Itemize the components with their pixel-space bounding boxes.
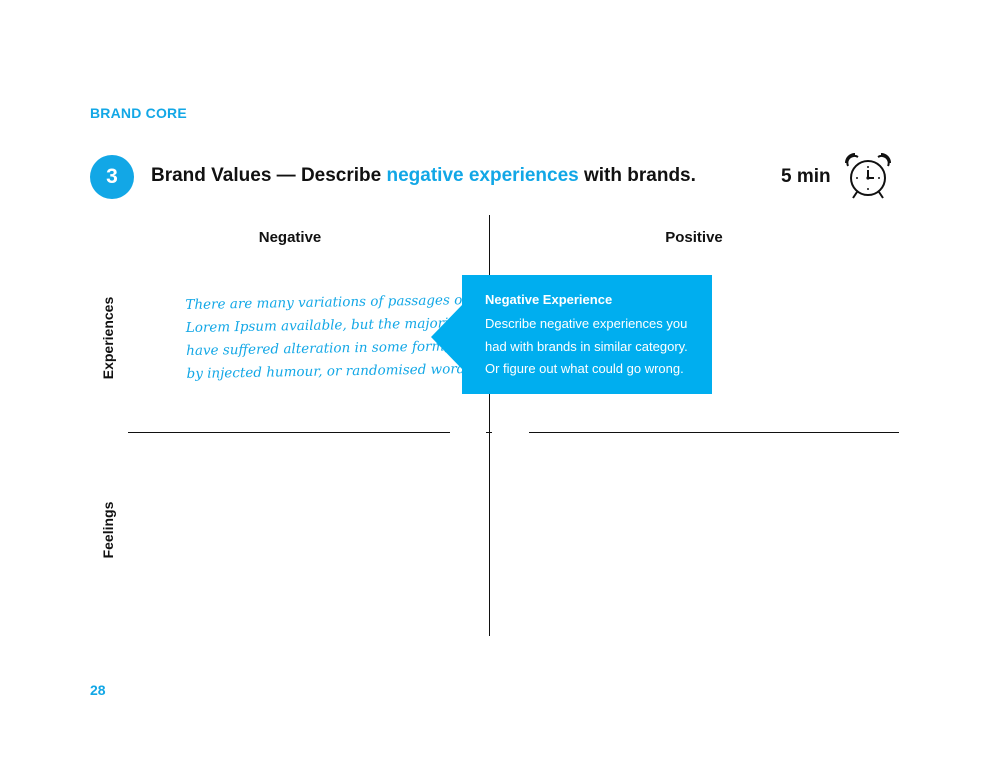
duration-label: 5 min [781,166,831,187]
callout-line: Describe negative experiences you [485,316,688,331]
page-title: Brand Values — Describe negative experie… [151,165,696,187]
callout-line: had with brands in similar category. [485,338,688,354]
handwritten-note: There are many variations of passages of… [185,290,473,386]
alarm-clock-icon [845,153,891,199]
callout-body: Describe negative experiences you had wi… [485,313,698,381]
column-header-negative: Negative [258,229,322,246]
matrix-vertical-divider [489,215,490,636]
callout-pointer [431,305,462,369]
step-number-badge: 3 [90,155,134,199]
matrix-center-tick [486,432,492,433]
page-number: 28 [90,682,106,698]
note-line: by injected humour, or randomised words [186,361,473,383]
callout-box: Negative Experience Describe negative ex… [462,275,712,394]
title-suffix: with brands. [578,165,696,186]
row-label-experiences: Experiences [100,296,116,380]
matrix-horizontal-divider-left [128,432,450,433]
title-highlight: negative experiences [386,165,579,186]
column-header-positive: Positive [665,229,723,246]
title-prefix: Brand Values — Describe [151,165,387,186]
row-label-feelings: Feelings [100,501,116,559]
callout-line: Or figure out what could go wrong. [485,361,684,376]
matrix-horizontal-divider-right [529,432,899,433]
section-label: BRAND CORE [90,105,187,121]
callout-title: Negative Experience [485,292,613,307]
